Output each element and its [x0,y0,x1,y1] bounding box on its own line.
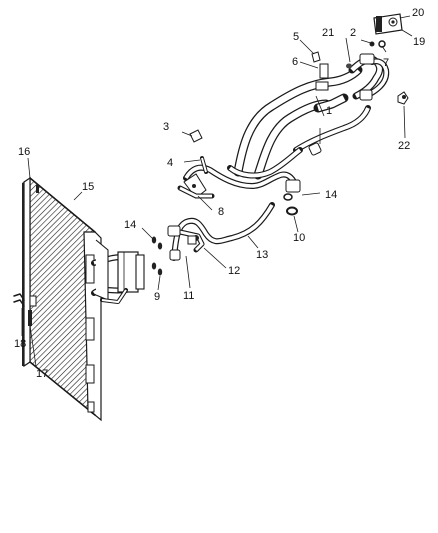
callout-16: 16 [18,146,30,158]
callout-8: 8 [218,206,224,218]
o-ring-set-left [151,236,163,276]
callout-13: 13 [256,249,268,261]
callout-6: 6 [292,56,298,68]
service-caps [189,51,321,143]
callout-14-left: 14 [124,219,136,231]
callout-20: 20 [412,7,424,19]
condenser-line-block [91,239,145,304]
callout-4: 4 [167,157,173,169]
callout-1: 1 [326,105,332,117]
callout-14-right: 14 [325,189,337,201]
callout-5: 5 [293,31,299,43]
expansion-valve-area [346,13,409,105]
callout-9: 9 [154,291,160,303]
callout-12: 12 [228,265,240,277]
callouts: 1 2 3 4 5 6 7 8 9 10 11 12 13 14 14 15 1… [14,7,425,380]
callout-19: 19 [413,36,425,48]
callout-18: 18 [14,338,26,350]
main-hose-assembly [227,63,371,180]
callout-7: 7 [383,57,389,69]
callout-15: 15 [82,181,94,193]
callout-3: 3 [163,121,169,133]
leader-lines [21,15,413,367]
clips [13,293,37,326]
callout-11: 11 [183,290,194,302]
callout-10: 10 [293,232,305,244]
callout-22: 22 [398,140,410,152]
callout-21: 21 [322,27,334,39]
liquid-line [167,202,275,261]
suction-line [177,156,301,216]
callout-2: 2 [350,27,356,39]
callout-17: 17 [36,368,48,380]
